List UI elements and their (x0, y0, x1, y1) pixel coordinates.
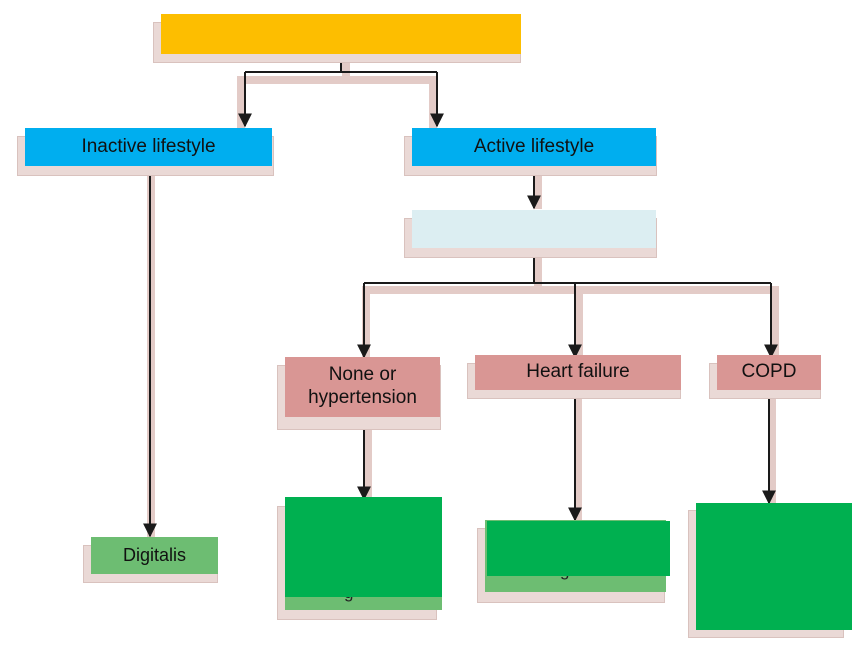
inactive-lifestyle-box: Inactive lifestyle (25, 128, 272, 166)
active-lifestyle-box: Active lifestyle (412, 128, 656, 166)
connector-shadow-top-left (237, 54, 350, 129)
none-or-hypertension-box: None or hypertension (285, 357, 440, 417)
connector-shadow-top-right (342, 76, 437, 129)
connector-shadow-sub-copd (534, 286, 779, 359)
connector-shadow-sub-none (362, 249, 542, 359)
drug-box-3-cover (696, 503, 852, 630)
digitalis-box: Digitalis (91, 537, 218, 574)
top-box (161, 14, 521, 54)
sub-box (412, 210, 656, 248)
drug-box-2-cover (487, 521, 670, 576)
copd-box: COPD (717, 355, 821, 390)
drug-box-1-cover (285, 497, 442, 597)
heart-failure-box: Heart failure (475, 355, 681, 390)
